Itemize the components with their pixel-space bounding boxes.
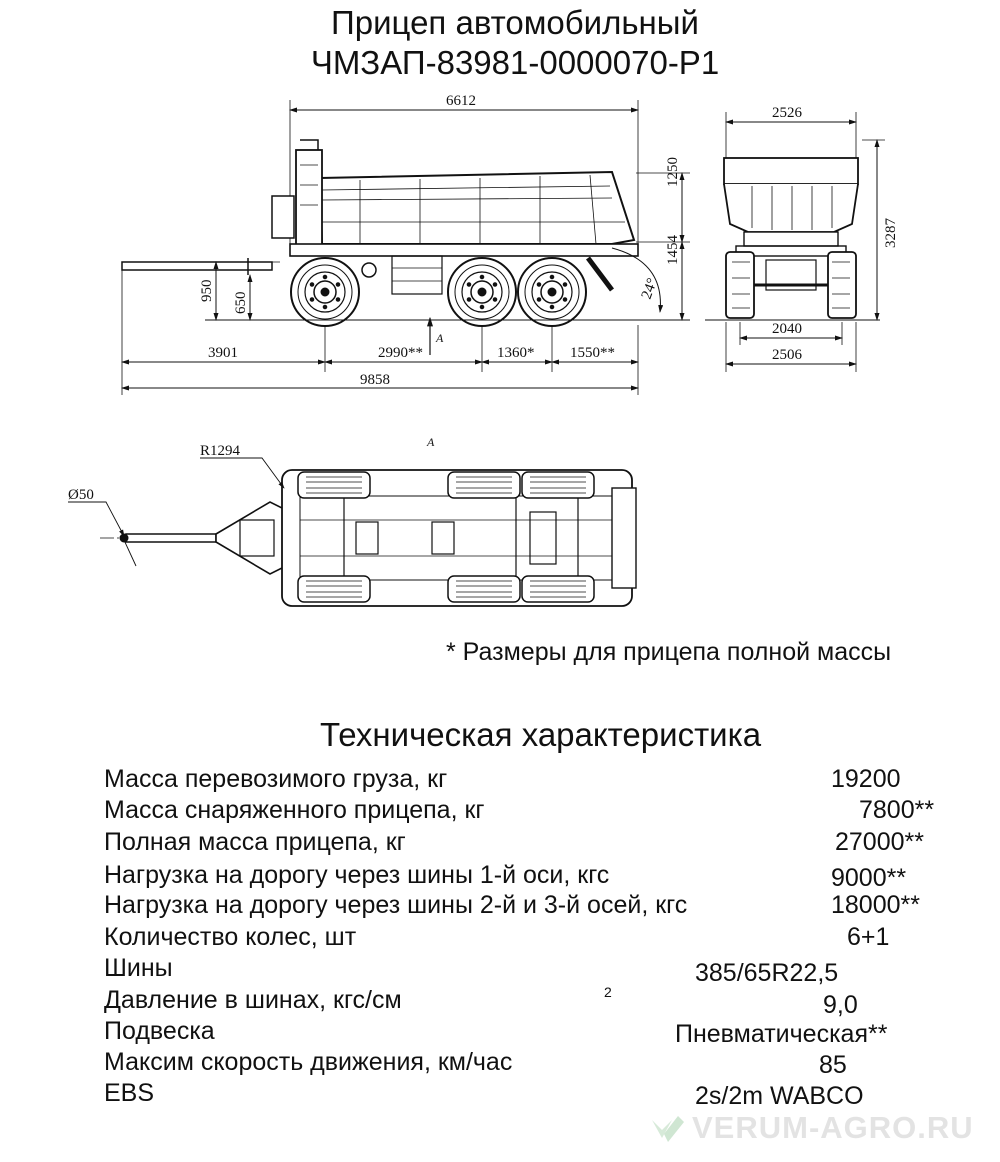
unit-superscript: 2 <box>604 984 612 1000</box>
dim-overall-body-length: 6612 <box>446 93 476 109</box>
spec-label: EBS <box>104 1079 155 1107</box>
spec-row: Полная масса прицепа, кг 27000** <box>104 827 984 858</box>
spec-label: Масса снаряженного прицепа, кг <box>104 796 485 824</box>
top-drawbar <box>125 533 217 543</box>
title-line-2: ЧМЗАП-83981-0000070-Р1 <box>310 44 720 81</box>
spec-row: EBS 2s/2m WABCO <box>104 1078 984 1110</box>
spec-value: 385/65R22,5 <box>695 959 839 987</box>
dim-wheelbase-2: 1360* <box>497 345 535 361</box>
spec-value: 18000** <box>831 891 920 919</box>
chassis-frame <box>289 243 639 257</box>
dim-wheelbase-1: 2990** <box>378 345 423 361</box>
top-view-labels: A R1294 Ø50 <box>68 435 435 503</box>
rear-tailgate <box>723 183 859 233</box>
dim-rear-overhang: 1550** <box>570 345 615 361</box>
spec-title: Техническая характеристика <box>320 716 762 753</box>
dim-frame-height: 1454 <box>665 235 681 266</box>
dim-turn-radius: R1294 <box>200 443 241 459</box>
dim-body-height: 1250 <box>665 157 681 187</box>
dim-tip-angle: 24° <box>639 276 661 301</box>
view-label-a: A <box>426 435 435 449</box>
spec-row: Нагрузка на дорогу через шины 2-й и 3-й … <box>104 890 984 921</box>
spec-label: Количество колес, шт <box>104 923 357 951</box>
spec-row: Давление в шинах, кгс/см 2 9,0 <box>104 984 984 1019</box>
wheel-axle-1 <box>290 257 360 327</box>
watermark: VERUM-AGRO.RU <box>648 1106 988 1150</box>
spec-row: Шины 385/65R22,5 <box>104 953 984 987</box>
wheel-axle-2 <box>447 257 517 327</box>
rear-view-labels: 2526 3287 2040 2506 <box>772 105 899 363</box>
spec-row: Масса снаряженного прицепа, кг 7800** <box>104 795 984 826</box>
spec-label: Нагрузка на дорогу через шины 1-й оси, к… <box>104 861 610 889</box>
drawbar <box>121 261 273 271</box>
leaf-logo-icon <box>652 1116 684 1142</box>
dim-total-length: 9858 <box>360 372 390 388</box>
dim-total-height: 3287 <box>883 218 899 249</box>
title-line-1: Прицеп автомобильный <box>331 4 699 41</box>
spec-row: Нагрузка на дорогу через шины 1-й оси, к… <box>104 860 984 892</box>
spec-value: 27000** <box>835 828 924 856</box>
view-marker-a: A <box>435 331 444 345</box>
dim-drawbar-length: 3901 <box>208 345 238 361</box>
spec-label: Давление в шинах, кгс/см <box>104 986 402 1014</box>
front-board <box>295 149 323 251</box>
spec-label: Подвеска <box>104 1017 215 1045</box>
spec-value: 85 <box>819 1051 847 1079</box>
dim-rear-width-top: 2526 <box>772 105 803 121</box>
top-view <box>68 457 637 607</box>
drawbar-triangle <box>215 501 291 575</box>
side-view-labels: 6612 1250 1454 24° 950 650 3901 2990** 1… <box>199 93 681 388</box>
spec-value: 9,0 <box>823 991 858 1019</box>
spec-label: Масса перевозимого груза, кг <box>104 765 448 793</box>
spec-row: Максим скорость движения, км/час 85 <box>104 1047 984 1079</box>
dim-track: 2040 <box>772 321 802 337</box>
technical-drawing: 6612 1250 1454 24° 950 650 3901 2990** 1… <box>68 93 899 607</box>
spec-value: 19200 <box>831 765 901 793</box>
side-view <box>121 100 690 395</box>
rear-body-top <box>723 157 859 185</box>
spare-wheel-mount <box>361 262 377 278</box>
dump-body <box>318 170 636 245</box>
spec-label: Шины <box>104 954 173 982</box>
spec-label: Максим скорость движения, км/час <box>104 1048 513 1076</box>
dim-coupling-height: 650 <box>233 292 249 315</box>
spec-value: 6+1 <box>847 923 890 951</box>
dim-eye-diameter: Ø50 <box>68 487 94 503</box>
rear-view <box>705 112 885 372</box>
spec-value: Пневматическая** <box>675 1020 888 1048</box>
spec-value: 7800** <box>859 796 935 824</box>
spec-label: Полная масса прицепа, кг <box>104 828 406 856</box>
dimension-note: * Размеры для прицепа полной массы <box>446 638 892 666</box>
spec-label: Нагрузка на дорогу через шины 2-й и 3-й … <box>104 891 688 919</box>
spec-value: 2s/2m WABCO <box>695 1082 864 1110</box>
spec-value: 9000** <box>831 864 907 892</box>
dim-drawbar-height: 950 <box>199 280 215 303</box>
dim-rear-width-bottom: 2506 <box>772 347 803 363</box>
watermark-text: VERUM-AGRO.RU <box>692 1110 974 1145</box>
spec-row: Подвеска Пневматическая** <box>104 1016 984 1048</box>
wheel-axle-3 <box>517 257 587 327</box>
spec-row: Количество колес, шт 6+1 <box>104 922 984 953</box>
spec-row: Масса перевозимого груза, кг 19200 <box>104 764 984 795</box>
